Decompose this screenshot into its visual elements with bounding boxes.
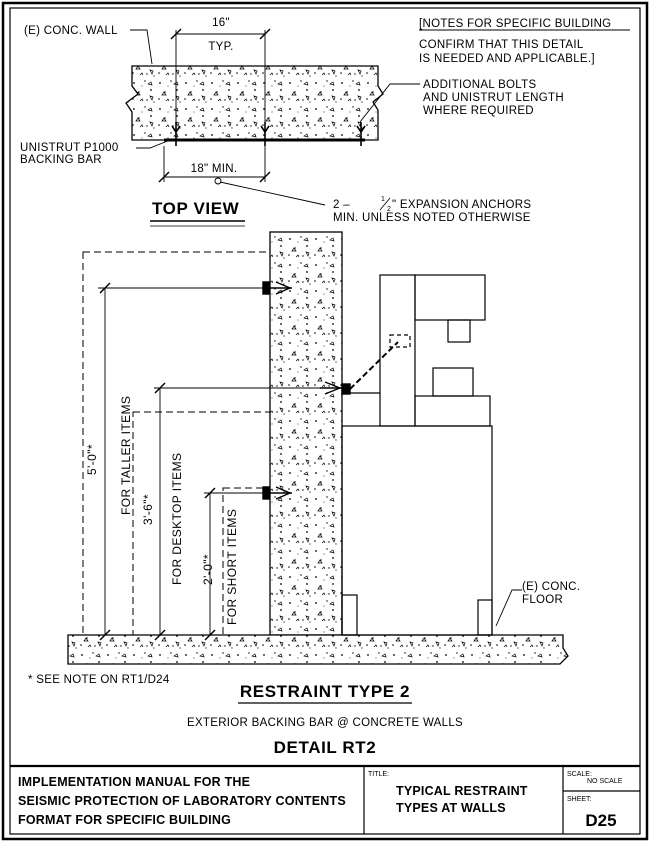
notes-line-1: CONFIRM THAT THIS DETAIL bbox=[419, 39, 584, 51]
anchors-suffix: " EXPANSION ANCHORS bbox=[392, 199, 531, 211]
anchors-line-2: MIN. UNLESS NOTED OTHERWISE bbox=[333, 212, 531, 224]
bolts-label-3: WHERE REQUIRED bbox=[423, 105, 534, 117]
title-label: TITLE: bbox=[368, 771, 389, 778]
title-line-2: TYPES AT WALLS bbox=[396, 801, 506, 815]
notes-heading: [NOTES FOR SPECIFIC BUILDING bbox=[419, 18, 611, 30]
see-note: * SEE NOTE ON RT1/D24 bbox=[28, 674, 170, 686]
equipment bbox=[341, 274, 493, 636]
title-line-1: TYPICAL RESTRAINT bbox=[396, 784, 528, 798]
top-view-bolts bbox=[171, 122, 366, 146]
dim-desk-label: 3'-6"* bbox=[141, 494, 155, 525]
anchors-prefix: 2 – bbox=[333, 199, 350, 211]
top-view-wall bbox=[125, 65, 384, 141]
manual-line-3: FORMAT FOR SPECIFIC BUILDING bbox=[18, 813, 231, 827]
label-short-items: FOR SHORT ITEMS bbox=[225, 509, 239, 625]
manual-line-2: SEISMIC PROTECTION OF LABORATORY CONTENT… bbox=[18, 794, 346, 808]
elevation-dimensions bbox=[98, 282, 330, 641]
scale-value: NO SCALE bbox=[587, 778, 623, 785]
dim-short-label: 2'-0"* bbox=[201, 554, 215, 585]
floor-label-1: (E) CONC. bbox=[522, 581, 580, 593]
bolts-label-2: AND UNISTRUT LENGTH bbox=[423, 92, 564, 104]
bolts-label-1: ADDITIONAL BOLTS bbox=[423, 79, 536, 91]
dim-18-min bbox=[158, 146, 271, 183]
conc-wall-label: (E) CONC. WALL bbox=[24, 25, 118, 37]
title-block bbox=[10, 764, 640, 834]
dim-tall-label: 5'-0"* bbox=[85, 444, 99, 475]
scale-label: SCALE: bbox=[567, 771, 592, 778]
sheet-number: D25 bbox=[585, 811, 616, 830]
unistrut-label-1: UNISTRUT P1000 bbox=[20, 142, 119, 154]
sheet-border-inner bbox=[9, 7, 641, 835]
dim-18-label: 18" MIN. bbox=[191, 163, 238, 175]
top-view bbox=[125, 28, 420, 206]
wall-anchors bbox=[262, 281, 351, 500]
anchors-fraction-bar bbox=[379, 197, 391, 211]
anchors-fraction-num: 1 bbox=[381, 196, 385, 203]
elevation bbox=[67, 231, 569, 665]
label-tall-items: FOR TALLER ITEMS bbox=[119, 396, 133, 515]
top-view-title: TOP VIEW bbox=[152, 199, 240, 218]
dim-typ-label: TYP. bbox=[208, 41, 233, 53]
notes-line-2: IS NEEDED AND APPLICABLE.] bbox=[419, 53, 595, 65]
detail-subtitle: EXTERIOR BACKING BAR @ CONCRETE WALLS bbox=[187, 717, 463, 729]
restraint-type-title: RESTRAINT TYPE 2 bbox=[240, 682, 410, 701]
sheet-label: SHEET: bbox=[567, 796, 592, 803]
unistrut-label-2: BACKING BAR bbox=[20, 154, 102, 166]
elevation-floor bbox=[67, 634, 569, 665]
floor-label-2: FLOOR bbox=[522, 594, 563, 606]
manual-line-1: IMPLEMENTATION MANUAL FOR THE bbox=[18, 775, 250, 789]
dim-16-label: 16" bbox=[212, 17, 230, 29]
dashed-outlines bbox=[82, 251, 271, 636]
top-view-leaders bbox=[130, 29, 420, 206]
dim-16 bbox=[170, 28, 271, 128]
anchors-fraction-den: 2 bbox=[387, 206, 391, 213]
detail-title: DETAIL RT2 bbox=[274, 738, 377, 757]
floor-leader bbox=[495, 589, 522, 627]
label-desktop-items: FOR DESKTOP ITEMS bbox=[170, 453, 184, 585]
